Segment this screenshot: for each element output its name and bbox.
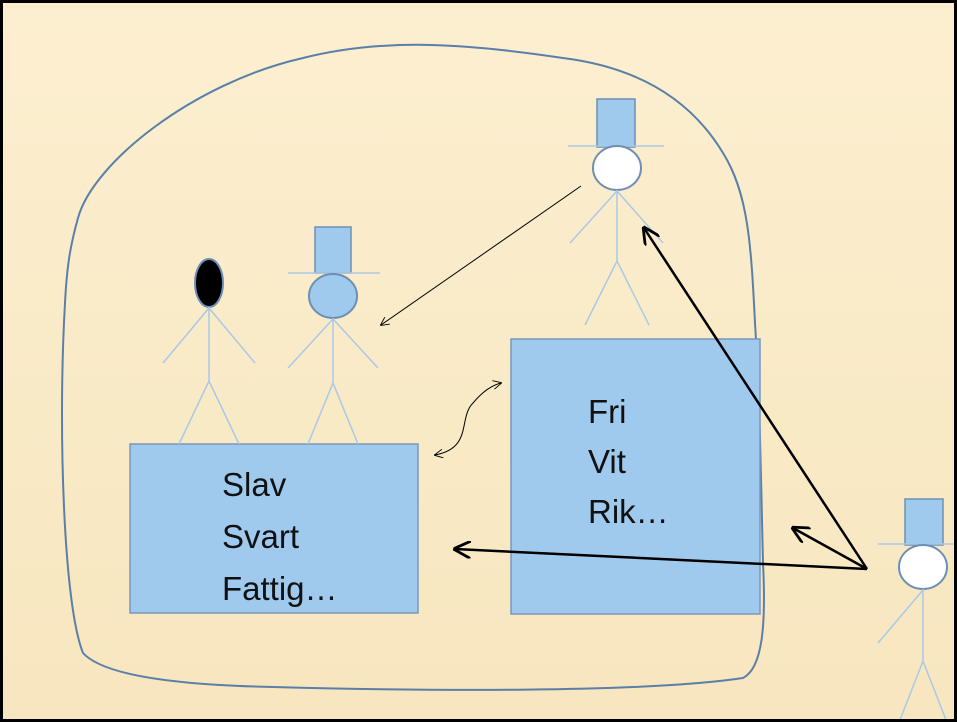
box-right bbox=[510, 338, 761, 615]
box-right-line-1: Fri bbox=[588, 393, 626, 430]
arrow-between-boxes bbox=[435, 383, 501, 455]
arrow-outside-to-left-box bbox=[455, 549, 868, 571]
box-left-line-1: Slav bbox=[222, 466, 287, 503]
arrow-outside-to-top-figure bbox=[644, 228, 869, 570]
arrow-top-to-middle bbox=[381, 185, 582, 325]
box-left-line-3: Fattig… bbox=[222, 570, 338, 607]
box-right-line-3: Rik… bbox=[588, 493, 669, 530]
arrow-outside-to-right-box bbox=[793, 528, 868, 571]
box-right-line-2: Vit bbox=[588, 443, 626, 480]
box-left-line-2: Svart bbox=[222, 518, 299, 555]
figure-white-head-top bbox=[568, 98, 664, 326]
figure-blue-hat bbox=[287, 226, 380, 445]
diagram-canvas: Slav Svart Fattig… Fri Vit Rik… bbox=[61, 43, 954, 719]
box-left bbox=[129, 443, 419, 614]
figure-white-head-outside bbox=[877, 498, 954, 719]
figure-black-head bbox=[162, 258, 256, 445]
